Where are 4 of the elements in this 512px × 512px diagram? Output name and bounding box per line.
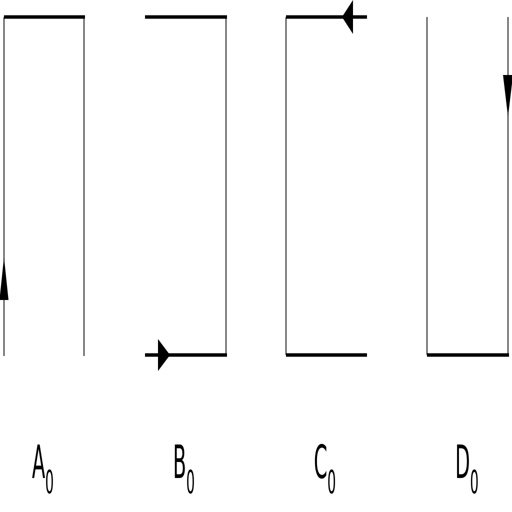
figure-label: B$_{0}$ <box>174 444 194 494</box>
figure-label: A$_{0}$ <box>32 444 53 494</box>
figure-label: C$_{0}$ <box>314 444 336 494</box>
figure-label: D$_{0}$ <box>457 444 478 494</box>
